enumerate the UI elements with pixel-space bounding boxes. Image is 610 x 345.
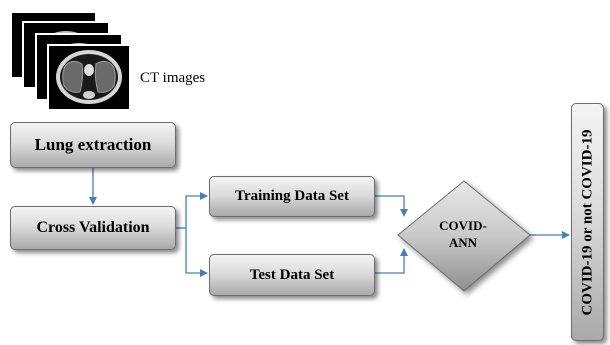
cross-validation-label: Cross Validation (36, 219, 150, 236)
training-data-set-box: Training Data Set (209, 176, 375, 217)
ct-slice-4 (47, 44, 131, 111)
ct-images-label: CT images (140, 70, 206, 86)
test-data-set-label: Test Data Set (249, 266, 335, 283)
lung-extraction-box: Lung extraction (10, 122, 176, 168)
output-box: COVID-19 or not COVID-19 (571, 103, 604, 341)
connectors (89, 168, 570, 277)
arrow-cross-to-training (185, 192, 208, 228)
arrow-test-to-ann (375, 248, 408, 274)
ct-image-stack (10, 11, 131, 111)
test-data-set-box: Test Data Set (209, 254, 375, 296)
covid-ann-diamond (397, 180, 531, 292)
training-data-set-label: Training Data Set (235, 188, 349, 204)
covid-ann-label: COVID- ANN (418, 217, 508, 251)
arrow-training-to-ann (375, 195, 408, 217)
cross-validation-box: Cross Validation (10, 206, 176, 250)
output-label: COVID-19 or not COVID-19 (579, 129, 596, 315)
arrow-cross-to-test (185, 228, 208, 277)
covid-ann-label-line-2: ANN (448, 235, 478, 250)
lung-extraction-label: Lung extraction (34, 135, 152, 154)
covid-ann-label-line-1: COVID- (439, 218, 487, 233)
